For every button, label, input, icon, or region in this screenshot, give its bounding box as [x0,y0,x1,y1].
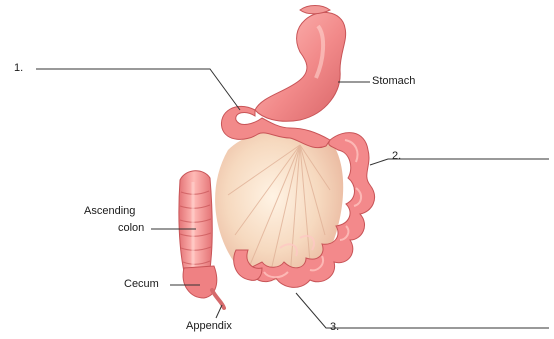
label-blank-3: 3. [330,321,339,334]
label-blank-2: 2. [392,150,401,163]
label-ascending-colon-line1: Ascending [84,205,135,218]
leader-appendix [216,305,222,318]
label-ascending-colon-line2: colon [118,222,144,235]
stomach [255,12,346,121]
leader-1 [36,69,240,110]
label-blank-1: 1. [14,62,23,75]
label-appendix: Appendix [186,320,232,333]
label-cecum: Cecum [124,278,159,291]
label-stomach: Stomach [372,75,415,88]
